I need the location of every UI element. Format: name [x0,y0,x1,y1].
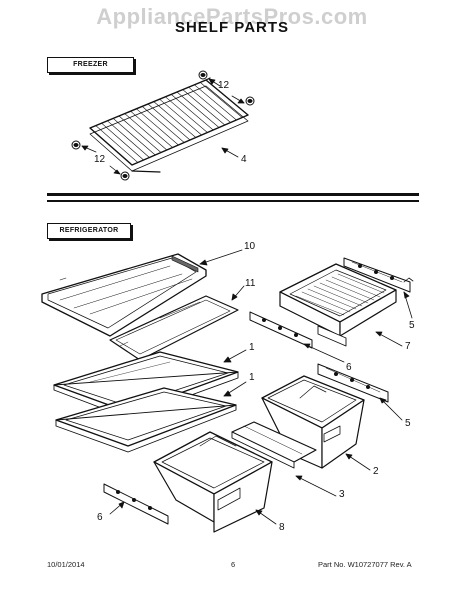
glass-shelf-panel [109,295,239,361]
callout-1-upper: 1 [249,342,255,353]
shelf-wire-rod [153,101,197,138]
footer-date: 10/01/2014 [47,560,85,569]
callout-11: 11 [245,278,256,289]
shelf-wire-rod [159,98,202,136]
shelf-wire-rod [101,122,144,161]
rail-upper [343,257,414,293]
callout-2: 2 [373,466,379,477]
callout-1-lower: 1 [249,372,255,383]
freezer-shelf-clip-bottom [71,140,130,181]
refrigerator-section-label: REFRIGERATOR [47,223,131,239]
callout-3: 3 [339,489,345,500]
shelf-frame-lower [55,387,237,453]
shelf-wire-rod [182,89,226,126]
slide-rail-lower [103,483,169,525]
shelf-wire-rod [130,110,173,148]
shelf-wire-rod [147,103,191,141]
shelf-wire-rod [107,120,150,158]
callout-12-top: 12 [218,80,230,91]
shelf-wire-rod [112,118,156,156]
footer-part-number: Part No. W10727077 Rev. A [318,560,412,569]
page-title: SHELF PARTS [174,19,290,36]
callout-5-lower: 5 [405,418,411,429]
shelf-wire-rod [118,115,162,153]
section-divider-thin [47,200,419,202]
shelf-wire-rod [170,94,214,131]
rail-lower [317,363,389,403]
shelf-wire-rod [95,125,139,163]
freezer-section-label: FREEZER [47,57,134,73]
shelf-wire-rod [199,82,243,118]
callout-7: 7 [405,341,411,352]
section-divider-thick [47,193,419,196]
shelf-wire-rod [165,96,208,133]
deli-drawer-with-insert [279,263,397,347]
freezer-shelf-clip-top [198,70,255,106]
callout-leaders [109,249,413,525]
shelf-wire-rod [176,91,220,128]
shelf-wire-rod [124,113,168,151]
freezer-wire-shelf [89,77,249,173]
watermark: AppliancePartsPros.com [96,4,368,29]
shelf-wire-rod [188,86,231,123]
shelf-wire-rod [194,84,237,121]
callout-8: 8 [279,522,285,533]
callout-5-upper: 5 [409,320,415,331]
callout-6-upper: 6 [346,362,352,373]
crisper-drawer-left [153,431,273,533]
footer-page-number: 6 [231,560,236,569]
shelf-wire-rod [141,106,185,143]
callout-6-lower: 6 [97,512,103,523]
crisper-cover [231,421,317,469]
callout-12-bottom: 12 [94,154,106,165]
shelf-wire-rod [136,108,179,146]
callout-10: 10 [244,241,256,252]
callout-4: 4 [241,154,247,165]
glass-shelf-assembly [41,253,207,337]
